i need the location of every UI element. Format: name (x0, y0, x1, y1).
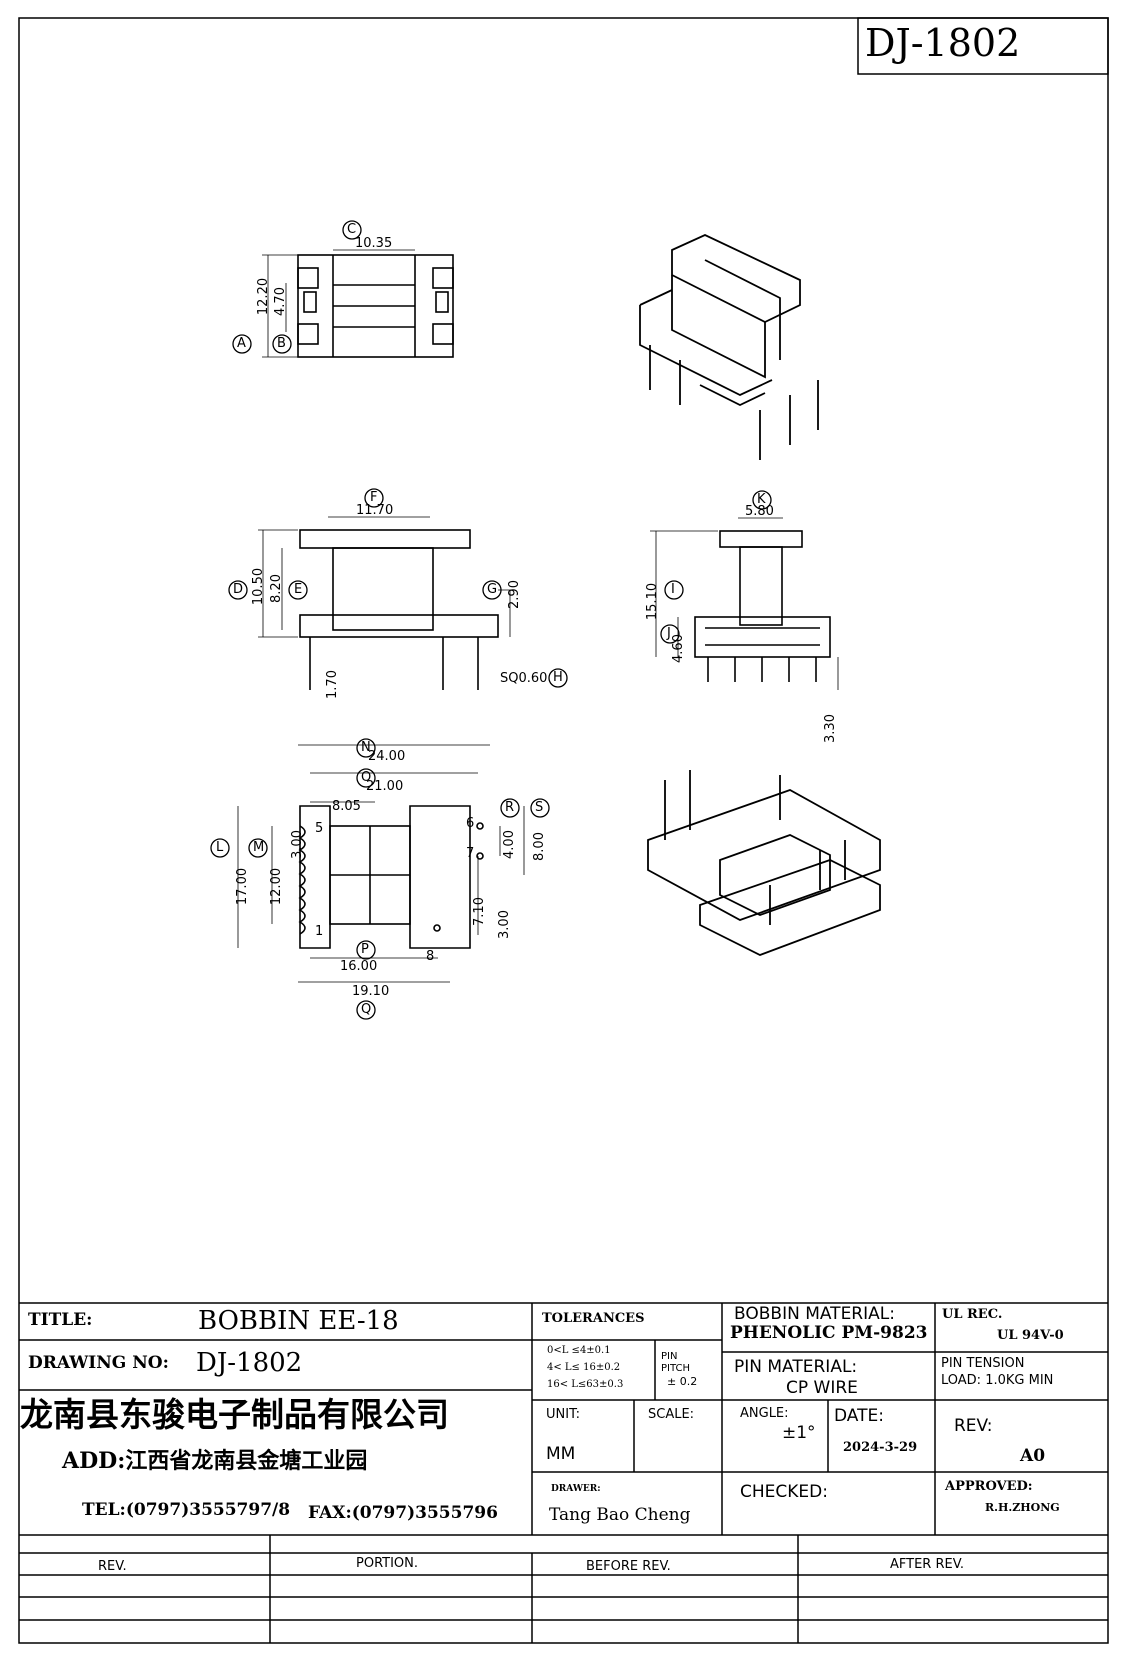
side-view (650, 517, 839, 690)
balloon-b: B (277, 336, 286, 351)
pin-pitch-label-1: PIN (661, 1351, 678, 1362)
dim-b: 4.70 (272, 287, 288, 316)
dim-r: 4.00 (501, 830, 517, 859)
fax: FAX:(0797)3555796 (308, 1503, 498, 1523)
dim-pin-length-front: 1.70 (324, 670, 340, 699)
isometric-view-bottom (647, 770, 881, 956)
rev-value: A0 (1020, 1446, 1046, 1466)
dim-core-width: 8.05 (332, 799, 361, 814)
pin-material-value: CP WIRE (786, 1378, 858, 1398)
dim-e: 8.20 (268, 574, 284, 603)
drawing-no-value: DJ-1802 (196, 1348, 303, 1378)
pin-number-5: 5 (315, 821, 324, 836)
pin-pitch-value: ± 0.2 (667, 1375, 698, 1388)
pin-pitch-label-2: PITCH (661, 1363, 691, 1374)
dim-c: 10.35 (355, 236, 393, 251)
tolerance-3: 16< L≤63±0.3 (547, 1379, 624, 1390)
ul-rec-value: UL 94V-0 (997, 1328, 1064, 1343)
dim-d: 10.50 (251, 567, 267, 606)
balloon-p: P (361, 942, 369, 957)
dim-g: 2.90 (506, 580, 522, 609)
balloon-e: E (294, 582, 303, 597)
pin-material-label: PIN MATERIAL: (734, 1357, 858, 1377)
date-value: 2024-3-29 (843, 1440, 918, 1455)
balloon-i: I (671, 582, 675, 597)
balloon-d: D (233, 582, 244, 597)
dim-f: 11.70 (356, 503, 394, 518)
pin-number-8: 8 (426, 949, 435, 964)
pin-tension-label: PIN TENSION (941, 1356, 1025, 1371)
rev-label: REV: (954, 1416, 993, 1436)
company-name: 龙南县东骏电子制品有限公司 (20, 1395, 449, 1434)
revision-header-before: BEFORE REV. (586, 1559, 671, 1574)
header-drawing-number: DJ-1802 (865, 21, 1021, 65)
balloon-r: R (505, 800, 515, 815)
address: ADD:江西省龙南县金塘工业园 (62, 1448, 368, 1474)
dim-l: 17.00 (235, 867, 251, 906)
unit-label: UNIT: (546, 1407, 580, 1422)
dim-k: 5.80 (745, 504, 774, 519)
dim-s: 8.00 (531, 832, 547, 861)
balloon-k: K (757, 492, 766, 507)
approved-value: R.H.ZHONG (985, 1501, 1060, 1514)
balloon-l: L (216, 840, 224, 855)
balloon-g: G (487, 582, 498, 597)
front-view (258, 516, 515, 690)
top-view (262, 249, 454, 358)
scale-label: SCALE: (648, 1407, 695, 1422)
dim-side-length: 7.10 (471, 897, 487, 926)
drawer-value: Tang Bao Cheng (549, 1505, 691, 1525)
dim-p: 16.00 (340, 959, 378, 974)
isometric-view-top (639, 234, 819, 460)
title-label: TITLE: (28, 1310, 93, 1330)
pin-number-1: 1 (315, 924, 324, 939)
ul-rec-label: UL REC. (942, 1307, 1003, 1322)
balloon-a: A (237, 336, 246, 351)
dim-i: 15.10 (645, 582, 661, 621)
revision-header-portion: PORTION. (356, 1556, 419, 1571)
dim-h: SQ0.60 (500, 671, 548, 686)
dim-o: 21.00 (366, 779, 404, 794)
revision-header-rev: REV. (98, 1559, 127, 1574)
balloon-j: J (667, 626, 671, 641)
dim-side-pitch: 3.00 (496, 910, 512, 939)
dim-a: 12.20 (256, 277, 272, 316)
angle-value: ±1° (782, 1423, 816, 1443)
tolerance-2: 4< L≤ 16±0.2 (547, 1362, 621, 1373)
bobbin-material-value: PHENOLIC PM-9823 (730, 1323, 928, 1343)
dim-q: 19.10 (352, 984, 390, 999)
dim-pin-pitch: 3.00 (289, 830, 305, 859)
balloon-m: M (253, 840, 265, 855)
revision-header-after: AFTER REV. (890, 1557, 965, 1572)
balloon-n: N (361, 740, 371, 755)
unit-value: MM (546, 1444, 576, 1464)
balloon-s: S (535, 800, 544, 815)
bottom-view (237, 744, 525, 983)
balloon-q: Q (361, 1002, 372, 1017)
dim-pin-length-side: 3.30 (822, 714, 838, 743)
balloon-o: O (361, 770, 372, 785)
dim-n: 24.00 (368, 749, 406, 764)
checked-label: CHECKED: (740, 1482, 828, 1502)
date-label: DATE: (834, 1406, 884, 1426)
pin-number-6: 6 (466, 816, 475, 831)
angle-label: ANGLE: (740, 1406, 789, 1421)
balloon-h: H (553, 670, 563, 685)
drawing-no-label: DRAWING NO: (28, 1353, 169, 1373)
pin-number-7: 7 (466, 846, 475, 861)
balloon-c: C (347, 222, 357, 237)
title-value: BOBBIN EE-18 (198, 1306, 399, 1336)
tolerances-label: TOLERANCES (542, 1311, 645, 1326)
balloon-f: F (370, 490, 378, 505)
dim-j: 4.60 (670, 634, 686, 663)
tolerance-1: 0<L ≤4±0.1 (547, 1345, 611, 1356)
approved-label: APPROVED: (945, 1479, 1033, 1494)
drawer-label: DRAWER: (551, 1484, 601, 1494)
pin-tension-value: LOAD: 1.0KG MIN (941, 1373, 1054, 1388)
telephone: TEL:(0797)3555797/8 (82, 1500, 291, 1520)
dim-m: 12.00 (269, 867, 285, 906)
bobbin-material-label: BOBBIN MATERIAL: (734, 1304, 895, 1324)
